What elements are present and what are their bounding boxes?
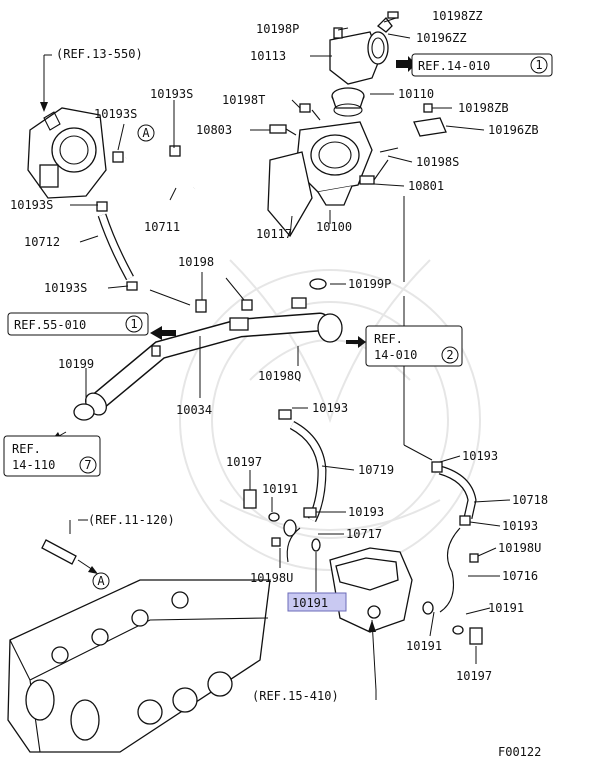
callout-10198U-a[interactable]: 10198U <box>250 571 293 585</box>
callout-10198P[interactable]: 10198P <box>256 22 299 36</box>
callout-10198S[interactable]: 10198S <box>416 155 459 169</box>
callout-10191-c[interactable]: 10191 <box>406 639 442 653</box>
callout-10193S-top[interactable]: 10193S <box>150 87 193 101</box>
callout-10198T[interactable]: 10198T <box>222 93 265 107</box>
callout-10191-highlighted[interactable]: 10191 <box>292 596 328 610</box>
callout-10199[interactable]: 10199 <box>58 357 94 371</box>
callout-10191-b[interactable]: 10191 <box>488 601 524 615</box>
reference-arrows <box>150 56 416 348</box>
callout-10196ZB[interactable]: 10196ZB <box>488 123 539 137</box>
ref-11-120[interactable]: (REF.11-120) <box>88 513 175 527</box>
callout-10717[interactable]: 10717 <box>346 527 382 541</box>
callout-10198U-b[interactable]: 10198U <box>498 541 541 555</box>
thermostat-housing <box>267 11 447 290</box>
watermark-emblem <box>179 259 481 571</box>
marker-a-bottom: A <box>92 572 110 590</box>
ref-14-110-box[interactable]: REF. 14-110 7 <box>3 435 101 477</box>
ref-15-410[interactable]: (REF.15-410) <box>252 689 339 703</box>
ref-55-010-1: REF.55-010 <box>14 318 86 332</box>
svg-text:1: 1 <box>130 317 137 331</box>
leader-lines <box>40 17 511 700</box>
callout-10193-c[interactable]: 10193 <box>348 505 384 519</box>
callout-10718[interactable]: 10718 <box>512 493 548 507</box>
callout-10191-a[interactable]: 10191 <box>262 482 298 496</box>
part-callouts: 10198ZZ 10196ZZ 10198P 10113 10110 10198… <box>10 9 548 683</box>
callout-10801[interactable]: 10801 <box>408 179 444 193</box>
diagram-code: F00122 <box>498 745 541 759</box>
callout-10711[interactable]: 10711 <box>144 220 180 234</box>
callout-10198[interactable]: 10198 <box>178 255 214 269</box>
marker-a-bottom-label: A <box>97 574 105 588</box>
svg-text:7: 7 <box>84 458 91 472</box>
ref-14-010-2-a: REF. <box>374 332 403 346</box>
highlight-box <box>287 592 347 612</box>
svg-text:2: 2 <box>446 348 453 362</box>
marker-a-top-label: A <box>142 126 150 140</box>
ref-14-010-2-b: 14-010 <box>374 348 417 362</box>
throttle-body <box>27 107 197 291</box>
callout-10193-d[interactable]: 10193 <box>502 519 538 533</box>
callout-10193-a[interactable]: 10193 <box>312 401 348 415</box>
callout-10193S-lower[interactable]: 10193S <box>44 281 87 295</box>
callout-10100[interactable]: 10100 <box>316 220 352 234</box>
callout-10034[interactable]: 10034 <box>176 403 212 417</box>
callout-10196ZZ[interactable]: 10196ZZ <box>416 31 467 45</box>
callout-10803[interactable]: 10803 <box>196 123 232 137</box>
callout-10719[interactable]: 10719 <box>358 463 394 477</box>
callout-10712[interactable]: 10712 <box>24 235 60 249</box>
marker-a-top: A <box>137 124 155 142</box>
callout-10193S-left[interactable]: 10193S <box>94 107 137 121</box>
callout-10198Q[interactable]: 10198Q <box>258 369 301 383</box>
callout-10117[interactable]: 10117 <box>256 227 292 241</box>
ref-14-010-2-box[interactable]: REF. 14-010 2 <box>365 325 463 367</box>
ref-55-010-1-box[interactable]: REF.55-010 1 <box>7 312 149 336</box>
ref-14-110-a: REF. <box>12 442 41 456</box>
callout-10198ZB[interactable]: 10198ZB <box>458 101 509 115</box>
callout-10197-b[interactable]: 10197 <box>456 669 492 683</box>
ref-14-010-1: REF.14-010 <box>418 59 490 73</box>
ref-14-010-1-box[interactable]: REF.14-010 1 <box>411 53 553 77</box>
svg-text:1: 1 <box>535 58 542 72</box>
ref-13-550[interactable]: (REF.13-550) <box>56 47 143 61</box>
ref-14-110-b: 14-110 <box>12 458 55 472</box>
callout-10193-b[interactable]: 10193 <box>462 449 498 463</box>
hose-assembly <box>243 409 483 645</box>
callout-10198ZZ[interactable]: 10198ZZ <box>432 9 483 23</box>
callout-10193S-tube[interactable]: 10193S <box>10 198 53 212</box>
engine-head <box>7 539 271 753</box>
callout-10113[interactable]: 10113 <box>250 49 286 63</box>
callout-10197-a[interactable]: 10197 <box>226 455 262 469</box>
callout-10199P[interactable]: 10199P <box>348 277 391 291</box>
callout-10716[interactable]: 10716 <box>502 569 538 583</box>
callout-10110[interactable]: 10110 <box>398 87 434 101</box>
